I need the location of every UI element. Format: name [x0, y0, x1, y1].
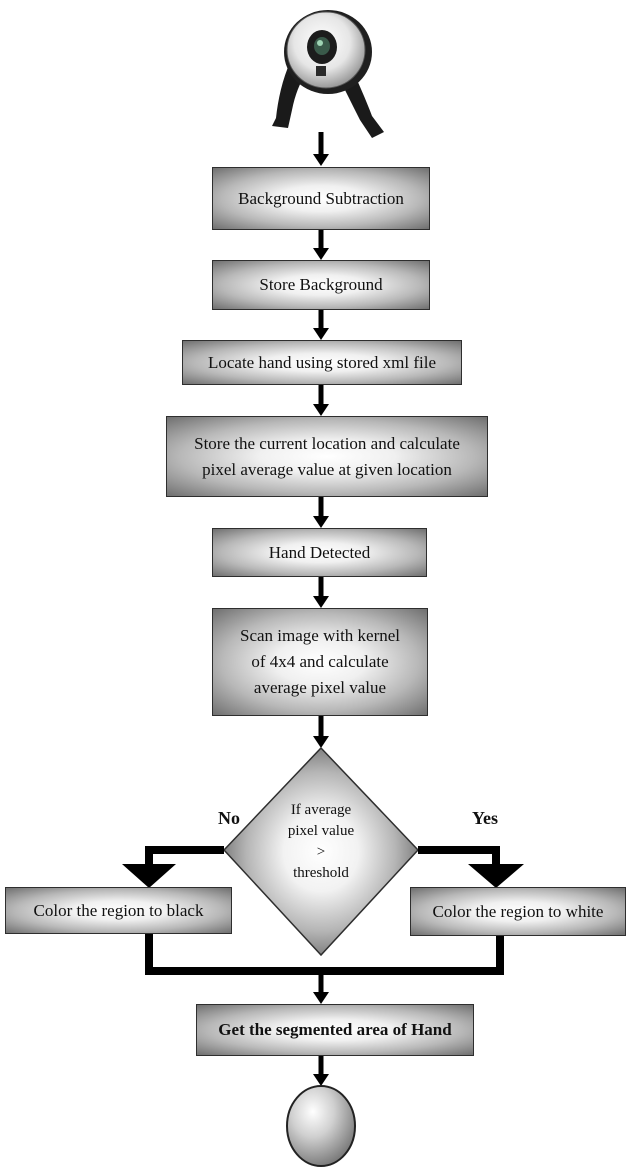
merge-connector — [145, 934, 504, 975]
color-black-step: Color the region to black — [5, 887, 232, 934]
arrow-store-to-locate — [313, 310, 329, 340]
store-background-step: Store Background — [212, 260, 430, 310]
arrow-no-branch — [122, 846, 224, 888]
hand-detected-step: Hand Detected — [212, 528, 427, 577]
segmented-area-step: Get the segmented area of Hand — [196, 1004, 474, 1056]
no-branch-label: No — [218, 808, 240, 828]
arrow-merge-to-segmented — [313, 971, 329, 1004]
yes-branch-label: Yes — [472, 808, 498, 828]
decision-label: If average pixel value > threshold — [287, 802, 355, 881]
arrow-segmented-to-end — [313, 1056, 329, 1086]
arrow-webcam-to-bg — [313, 132, 329, 166]
decision-diamond — [222, 746, 420, 957]
scan-image-step: Scan image with kernel of 4x4 and calcul… — [212, 608, 428, 716]
locate-hand-step: Locate hand using stored xml file — [182, 340, 462, 385]
background-subtraction-step: Background Subtraction — [212, 167, 430, 230]
arrow-storeloc-to-detected — [313, 497, 329, 528]
color-white-step: Color the region to white — [410, 887, 626, 936]
store-location-step: Store the current location and calculate… — [166, 416, 488, 497]
end-circle — [286, 1085, 356, 1167]
arrow-locate-to-storeloc — [313, 385, 329, 416]
arrow-bg-to-store — [313, 230, 329, 260]
arrow-scan-to-decision — [313, 716, 329, 748]
arrow-detected-to-scan — [313, 577, 329, 608]
arrow-yes-branch — [418, 846, 524, 888]
webcam-icon — [272, 10, 384, 138]
